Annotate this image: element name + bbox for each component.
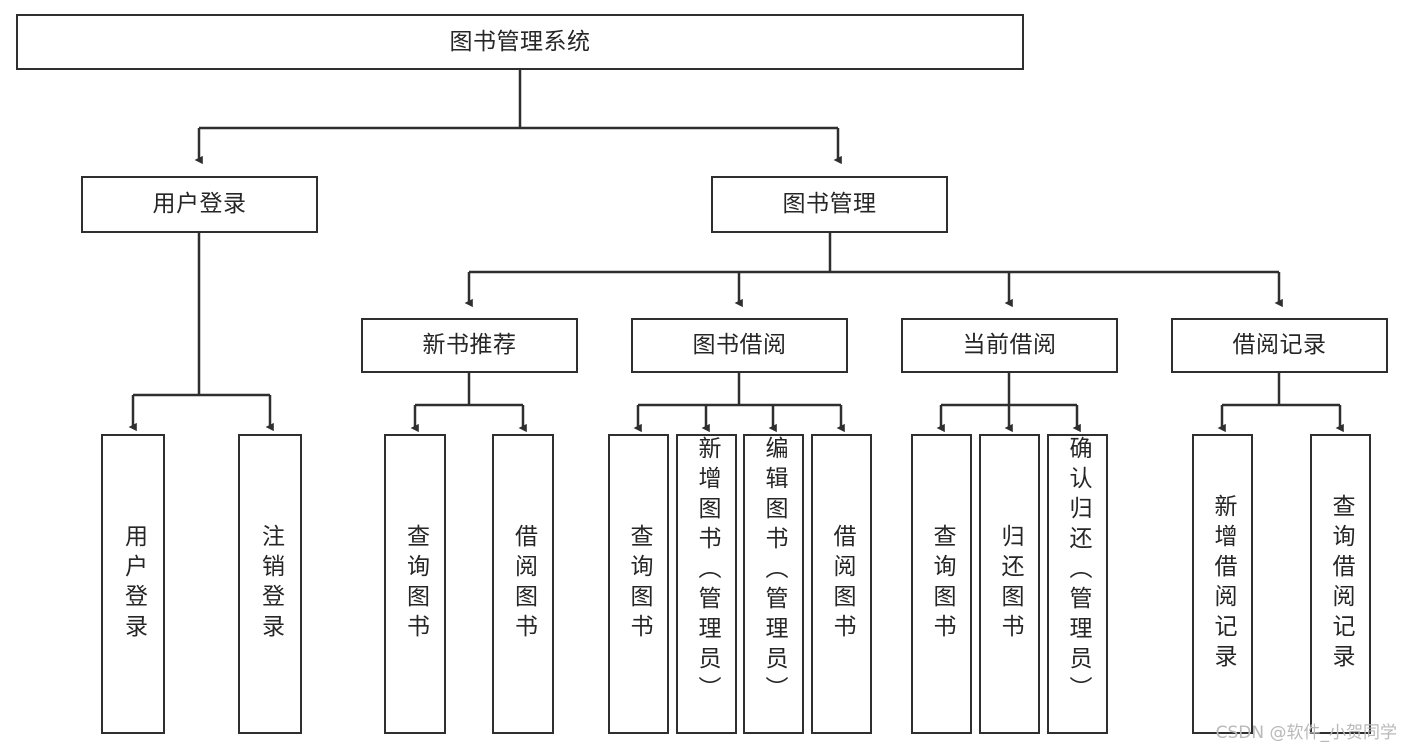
node-user-login[interactable]: 用户登录 bbox=[81, 176, 318, 233]
node-current-borrow[interactable]: 当前借阅 bbox=[901, 318, 1118, 373]
node-borrow-record[interactable]: 借阅记录 bbox=[1171, 318, 1388, 373]
node-label: 借阅图书 bbox=[510, 524, 537, 644]
node-label: 新增借阅记录 bbox=[1210, 494, 1236, 674]
node-book-borrow[interactable]: 图书借阅 bbox=[631, 318, 848, 373]
node-leaf-confirm-return[interactable]: 确认归还（管理员） bbox=[1047, 434, 1108, 734]
node-leaf-query-record[interactable]: 查询借阅记录 bbox=[1310, 434, 1371, 734]
node-label: 确认归还（管理员） bbox=[1065, 436, 1091, 706]
node-leaf-query-book-1[interactable]: 查询图书 bbox=[384, 434, 446, 734]
watermark-text: CSDN @软件_小贺同学 bbox=[1215, 723, 1397, 743]
node-leaf-user-login[interactable]: 用户登录 bbox=[101, 434, 165, 734]
node-leaf-borrow-book-1[interactable]: 借阅图书 bbox=[492, 434, 554, 734]
node-leaf-return-book[interactable]: 归还图书 bbox=[979, 434, 1040, 734]
node-label: 用户登录 bbox=[120, 524, 147, 644]
node-label: 当前借阅 bbox=[962, 332, 1057, 359]
node-label: 查询图书 bbox=[929, 524, 955, 644]
node-label: 查询图书 bbox=[626, 524, 652, 644]
node-leaf-edit-book[interactable]: 编辑图书（管理员） bbox=[743, 434, 804, 734]
node-leaf-add-book[interactable]: 新增图书（管理员） bbox=[676, 434, 737, 734]
node-leaf-query-book-2[interactable]: 查询图书 bbox=[608, 434, 669, 734]
node-label: 归还图书 bbox=[997, 524, 1023, 644]
node-leaf-query-book-3[interactable]: 查询图书 bbox=[911, 434, 972, 734]
node-label: 图书借阅 bbox=[692, 332, 787, 359]
node-root-book-management-system[interactable]: 图书管理系统 bbox=[16, 14, 1024, 70]
node-new-book-recommend[interactable]: 新书推荐 bbox=[361, 318, 578, 373]
node-label: 查询图书 bbox=[402, 524, 429, 644]
node-leaf-borrow-book-2[interactable]: 借阅图书 bbox=[811, 434, 872, 734]
node-label: 新书推荐 bbox=[422, 332, 517, 359]
node-book-manage[interactable]: 图书管理 bbox=[711, 176, 948, 233]
node-leaf-add-record[interactable]: 新增借阅记录 bbox=[1192, 434, 1253, 734]
node-label: 编辑图书（管理员） bbox=[761, 436, 787, 706]
node-label: 借阅记录 bbox=[1232, 332, 1327, 359]
node-leaf-user-logout[interactable]: 注销登录 bbox=[238, 434, 302, 734]
node-label: 查询借阅记录 bbox=[1328, 494, 1354, 674]
node-label: 借阅图书 bbox=[829, 524, 855, 644]
node-label: 用户登录 bbox=[152, 191, 247, 218]
node-label: 图书管理系统 bbox=[449, 28, 591, 55]
node-label: 新增图书（管理员） bbox=[694, 436, 720, 706]
node-label: 图书管理 bbox=[782, 191, 877, 218]
node-label: 注销登录 bbox=[257, 524, 284, 644]
